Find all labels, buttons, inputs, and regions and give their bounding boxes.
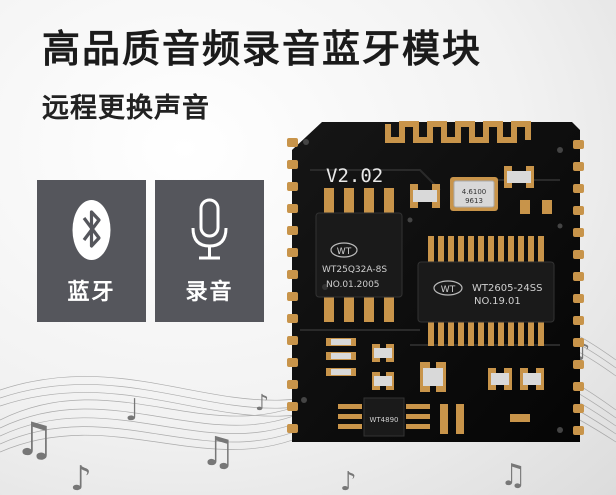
- music-note-icon: ♪: [340, 467, 357, 495]
- feature-card-recording: 录音: [155, 180, 264, 322]
- microphone-icon: [191, 198, 228, 260]
- music-note-icon: ♩: [125, 393, 139, 428]
- chip2-logo: WT: [441, 285, 456, 295]
- music-note-icon: ♫: [14, 412, 55, 466]
- small-chip-marking: WT4890: [369, 416, 398, 424]
- feature-card-bluetooth: 蓝牙: [37, 180, 146, 322]
- feature-label: 录音: [185, 280, 234, 305]
- board-version: V2.02: [326, 165, 383, 187]
- music-note-icon: ♫: [200, 429, 236, 475]
- chip1-logo: WT: [337, 247, 352, 257]
- chip1-model: WT25Q32A-8S: [322, 265, 387, 275]
- page-subtitle: 远程更换声音: [42, 93, 210, 124]
- music-note-icon: ♪: [70, 459, 92, 495]
- feature-label: 蓝牙: [67, 280, 116, 305]
- music-note-icon: ♫: [500, 458, 527, 493]
- chip2-batch: NO.19.01: [474, 296, 521, 307]
- chip1-batch: NO.01.2005: [326, 280, 380, 290]
- bluetooth-icon: [72, 200, 111, 260]
- music-note-icon: ♪: [255, 391, 269, 416]
- page-title: 高品质音频录音蓝牙模块: [42, 27, 483, 71]
- chip2-model: WT2605-24SS: [472, 283, 542, 294]
- music-wave-decoration: ♫ ♪ ♩ ♫ ♪ ♪ ♫ ♪: [0, 319, 616, 495]
